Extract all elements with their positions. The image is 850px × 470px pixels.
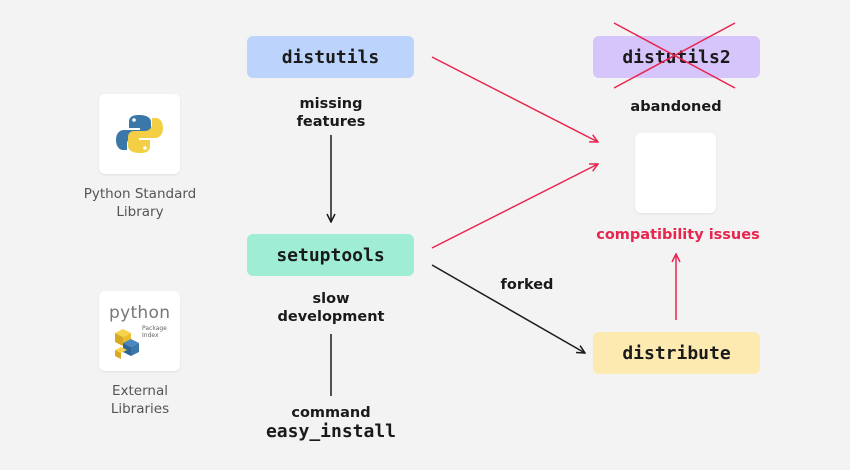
pypi-cubes-icon — [115, 329, 139, 359]
distribute-box: distribute — [593, 332, 760, 374]
abandoned-label: abandoned — [630, 99, 722, 115]
pypi-logo-icon: python Package Index — [99, 291, 180, 371]
command-label: command — [291, 405, 371, 421]
arrow-distutils-to-compatibility — [431, 56, 598, 142]
python-standard-library-caption: Python Standard Library — [83, 186, 197, 220]
easy-install-command: easy_install — [265, 421, 397, 442]
python-logo-icon — [116, 115, 163, 153]
distutils-box: distutils — [247, 36, 414, 78]
pypi-logo-text: python — [109, 303, 171, 323]
external-libraries-caption: External Libraries — [110, 383, 170, 417]
python-standard-library-card — [99, 94, 180, 174]
compatibility-image-placeholder — [635, 133, 716, 213]
slow-development-label: slow development — [277, 291, 385, 325]
arrow-setuptools-to-compatibility — [431, 164, 598, 249]
compatibility-issues-label: compatibility issues — [596, 227, 760, 243]
forked-label: forked — [500, 277, 554, 293]
pypi-logo-subtext: Package Index — [142, 325, 167, 339]
arrow-setuptools-to-distribute — [431, 264, 585, 353]
missing-features-label: missing features — [296, 96, 366, 130]
setuptools-box: setuptools — [247, 234, 414, 276]
pypi-card: python Package Index — [99, 291, 180, 371]
